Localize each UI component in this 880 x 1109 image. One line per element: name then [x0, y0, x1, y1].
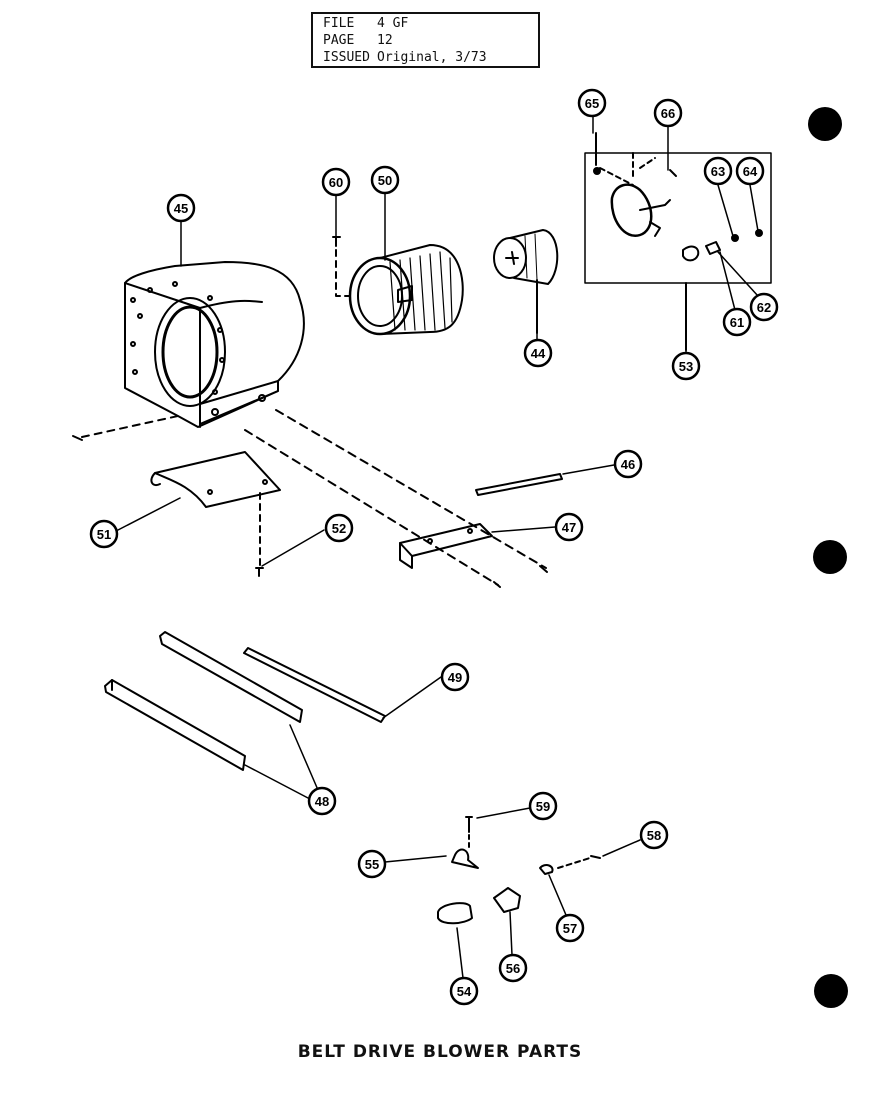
- angle-bracket-part: [399, 523, 548, 588]
- callout-57: 57: [555, 913, 585, 943]
- callout-54: 54: [449, 976, 479, 1006]
- svg-text:49: 49: [448, 670, 462, 685]
- alignment-line: [275, 409, 547, 569]
- svg-text:51: 51: [97, 527, 111, 542]
- svg-text:59: 59: [536, 799, 550, 814]
- file-label: FILE: [323, 16, 355, 31]
- svg-text:47: 47: [562, 520, 576, 535]
- callout-58: 58: [639, 820, 669, 850]
- svg-text:46: 46: [621, 457, 635, 472]
- channel-rail-part: [104, 631, 303, 771]
- mounting-plate-part: [150, 451, 281, 577]
- support-rail-part: [243, 647, 386, 723]
- callout-53: 53: [671, 351, 701, 381]
- callout-48: 48: [307, 786, 337, 816]
- diagram-title: BELT DRIVE BLOWER PARTS: [297, 1042, 583, 1062]
- callout-62: 62: [749, 292, 779, 322]
- svg-text:66: 66: [661, 106, 675, 121]
- alignment-line: [244, 429, 499, 586]
- page-value: 12: [377, 33, 393, 48]
- shaft-bar-part: [475, 473, 563, 496]
- svg-text:53: 53: [679, 359, 693, 374]
- issued-value: Original, 3/73: [377, 50, 487, 65]
- svg-text:60: 60: [329, 175, 343, 190]
- svg-text:56: 56: [506, 961, 520, 976]
- callout-59: 59: [528, 791, 558, 821]
- svg-text:44: 44: [531, 346, 546, 361]
- binder-hole-icon: [814, 974, 848, 1008]
- svg-text:45: 45: [174, 201, 188, 216]
- svg-text:52: 52: [332, 521, 346, 536]
- callout-56: 56: [498, 953, 528, 983]
- svg-text:63: 63: [711, 164, 725, 179]
- svg-text:55: 55: [365, 857, 379, 872]
- callout-markers: 45 60 50 44 65 66 63 64 61 62 53 46 47 5…: [89, 88, 779, 1006]
- callout-64: 64: [735, 156, 765, 186]
- issued-row: ISSUED Original, 3/73: [323, 49, 538, 66]
- svg-text:54: 54: [457, 984, 472, 999]
- blower-wheel-part: [348, 244, 464, 336]
- page-row: PAGE 12: [323, 32, 538, 49]
- svg-text:65: 65: [585, 96, 599, 111]
- small-hardware-parts: [437, 816, 601, 925]
- set-screw-part: [332, 236, 351, 297]
- callout-45: 45: [166, 193, 196, 223]
- callout-46: 46: [613, 449, 643, 479]
- svg-text:61: 61: [730, 315, 744, 330]
- callout-51: 51: [89, 519, 119, 549]
- svg-text:57: 57: [563, 921, 577, 936]
- callout-55: 55: [357, 849, 387, 879]
- page-label: PAGE: [323, 33, 355, 48]
- file-value: 4 GF: [377, 16, 409, 31]
- motor-part: [493, 229, 559, 334]
- callout-47: 47: [554, 512, 584, 542]
- callout-52: 52: [324, 513, 354, 543]
- callout-44: 44: [523, 338, 553, 368]
- svg-text:48: 48: [315, 794, 329, 809]
- binder-hole-icon: [813, 540, 847, 574]
- callout-66: 66: [653, 98, 683, 128]
- blower-housing-part: [124, 261, 305, 428]
- callout-50: 50: [370, 165, 400, 195]
- callout-63: 63: [703, 156, 733, 186]
- file-info-box: FILE 4 GF PAGE 12 ISSUED Original, 3/73: [311, 12, 540, 68]
- svg-text:64: 64: [743, 164, 758, 179]
- issued-label: ISSUED: [323, 50, 370, 65]
- svg-text:58: 58: [647, 828, 661, 843]
- callout-61: 61: [722, 307, 752, 337]
- leader-lines: [117, 115, 759, 979]
- callout-60: 60: [321, 167, 351, 197]
- alignment-line: [81, 415, 179, 438]
- svg-text:50: 50: [378, 173, 392, 188]
- binder-hole-icon: [808, 107, 842, 141]
- svg-text:62: 62: [757, 300, 771, 315]
- file-row: FILE 4 GF: [323, 15, 538, 32]
- bearing-bracket-assembly: [584, 132, 772, 351]
- callout-49: 49: [440, 662, 470, 692]
- callout-65: 65: [577, 88, 607, 118]
